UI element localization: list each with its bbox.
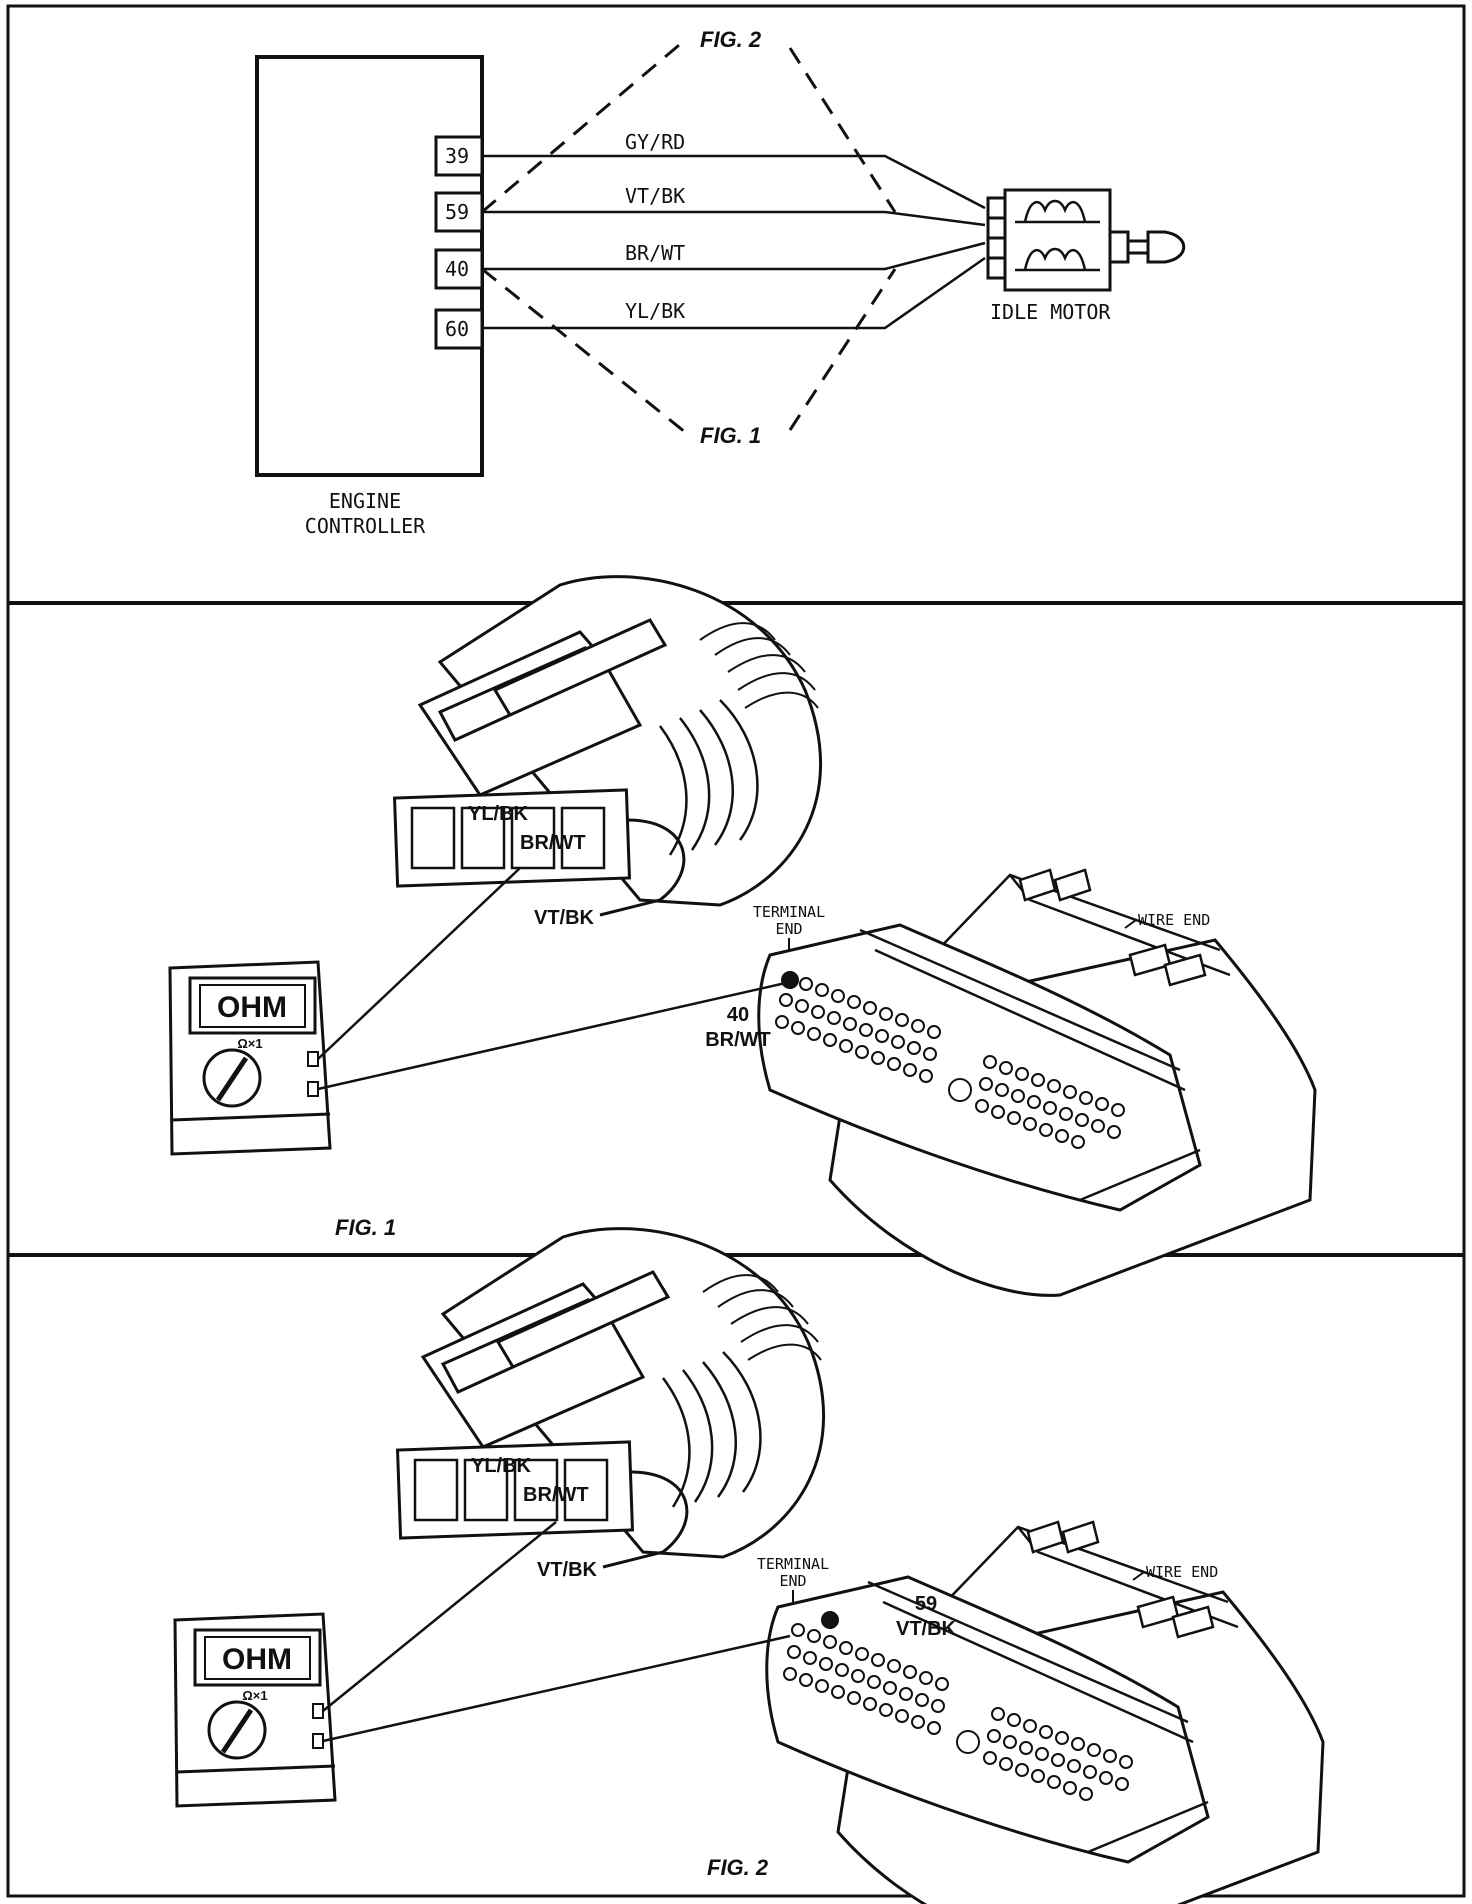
fig1-wire-label-yl-bk: YL/BK <box>468 803 529 825</box>
fig2-wire-label-yl-bk: YL/BK <box>471 1455 532 1477</box>
fig2-terminal-end-1: TERMINAL <box>757 1555 829 1573</box>
fig1-terminal-end-2: END <box>775 920 802 938</box>
fig2-probe-pin: 59 <box>915 1593 937 1615</box>
fig1-wire-end-arrow <box>1124 919 1137 929</box>
fig2-controller-connector <box>765 1520 1325 1904</box>
idle-motor <box>986 188 1186 292</box>
callout-fig2-dashes <box>481 38 897 214</box>
fig1-terminal-end-1: TERMINAL <box>753 903 825 921</box>
fig2-wire-end-arrow <box>1132 1571 1145 1581</box>
wire-vt-bk <box>482 210 986 227</box>
fig1-controller-connector <box>757 868 1317 1297</box>
wire-label-gy-rd: GY/RD <box>625 130 685 154</box>
schematic-panel: 39 59 40 60 GY/RD VT/BK BR/WT YL/BK FIG.… <box>255 27 1186 538</box>
wire-label-vt-bk: VT/BK <box>625 184 685 208</box>
callout-fig1-dashes <box>481 267 897 434</box>
engine-controller-label-1: ENGINE <box>329 489 401 513</box>
pin-39-label: 39 <box>445 144 469 168</box>
wire-br-wt <box>482 241 986 271</box>
fig2-probe-wire: VT/BK <box>896 1618 957 1640</box>
fig2-caption: FIG. 2 <box>707 1855 769 1880</box>
engine-controller-label-2: CONTROLLER <box>305 514 426 538</box>
fig2-meter-range: Ω×1 <box>242 1688 267 1703</box>
fig1-probe-wire: BR/WT <box>705 1029 771 1051</box>
fig2-test-lead-2 <box>322 1634 791 1743</box>
fig2-test-lead-1 <box>322 1521 557 1712</box>
fig1-meter-display: OHM <box>217 991 287 1024</box>
wire-yl-bk <box>482 256 986 330</box>
fig2-terminal-end-2: END <box>779 1572 806 1590</box>
fig1-meter-range: Ω×1 <box>237 1036 262 1051</box>
callout-fig2: FIG. 2 <box>700 27 762 52</box>
fig1-probed-pin <box>781 971 799 989</box>
fig1-test-lead-1 <box>317 867 521 1060</box>
fig1-idle-motor-connector <box>393 575 823 917</box>
fig2-idle-motor-connector <box>396 1227 826 1569</box>
pin-40-label: 40 <box>445 257 469 281</box>
fig1-panel: OHM Ω×1 YL/BK BR/WT VT/BK TERMINAL END W… <box>170 575 1317 1297</box>
idle-motor-label: IDLE MOTOR <box>990 300 1111 324</box>
wire-label-br-wt: BR/WT <box>625 241 685 265</box>
fig1-test-lead-2 <box>317 980 791 1091</box>
fig1-caption: FIG. 1 <box>335 1215 396 1240</box>
wire-label-yl-bk: YL/BK <box>625 299 685 323</box>
pin-40-box <box>434 248 484 290</box>
fig2-wire-label-br-wt: BR/WT <box>523 1484 589 1506</box>
fig1-wire-label-br-wt: BR/WT <box>520 832 586 854</box>
pin-60-label: 60 <box>445 317 469 341</box>
fig2-meter-display: OHM <box>222 1643 292 1676</box>
fig2-wire-label-vt-bk: VT/BK <box>537 1559 598 1581</box>
callout-fig1: FIG. 1 <box>700 423 761 448</box>
fig2-panel: OHM Ω×1 YL/BK BR/WT VT/BK TERMINAL END W… <box>175 1227 1325 1904</box>
pin-39-box <box>434 135 484 177</box>
pin-60-box <box>434 308 484 350</box>
fig1-wire-end: WIRE END <box>1138 911 1210 929</box>
wire-gy-rd <box>482 154 986 210</box>
fig1-wire-label-vt-bk: VT/BK <box>534 907 595 929</box>
fig1-probe-pin: 40 <box>727 1004 749 1026</box>
page-frame <box>6 4 1466 1898</box>
pin-59-label: 59 <box>445 200 469 224</box>
fig2-wire-end: WIRE END <box>1146 1563 1218 1581</box>
fig2-probed-pin <box>821 1611 839 1629</box>
